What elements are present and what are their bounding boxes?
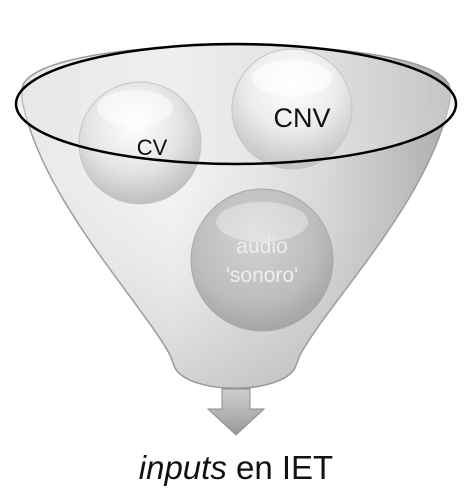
- diagram-caption: inputs en IET: [0, 448, 472, 488]
- circle-audio-label-line1: audio: [236, 235, 287, 258]
- caption-rest: en IET: [226, 449, 334, 486]
- circle-cv-label: CV: [137, 135, 168, 160]
- down-arrow-icon: [206, 388, 266, 436]
- circle-cnv: CNV: [231, 48, 353, 170]
- circle-cv: CV: [78, 81, 202, 205]
- funnel-rim: [14, 42, 458, 166]
- circle-cnv-label: CNV: [273, 103, 330, 133]
- circle-audio-label-line2: 'sonoro': [226, 264, 298, 287]
- caption-italic: inputs: [138, 449, 227, 486]
- circle-audio: audio 'sonoro': [190, 188, 334, 332]
